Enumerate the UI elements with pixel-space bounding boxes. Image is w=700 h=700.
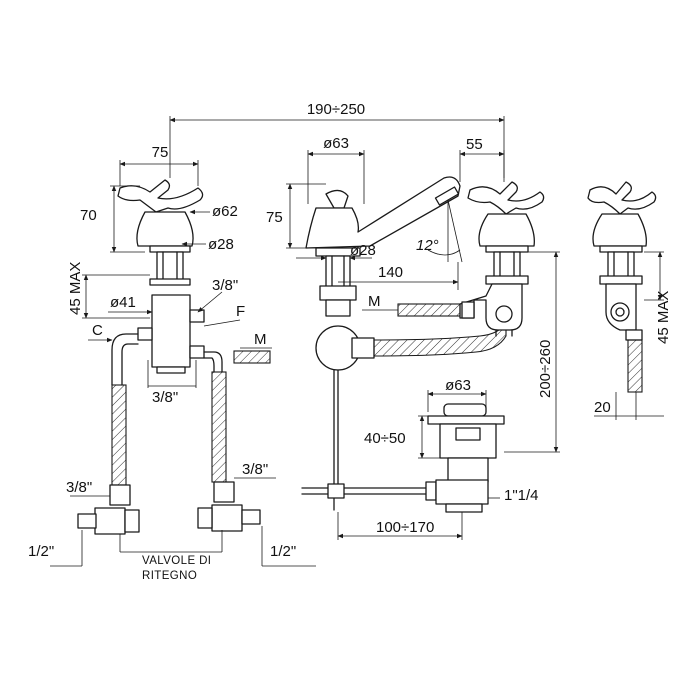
dim-spout-base-diameter: ø63 xyxy=(323,135,349,152)
dim-handle-diameter: ø62 xyxy=(212,203,238,220)
dim-waste-height: 40÷50 xyxy=(364,430,406,447)
dim-max-right: 45 MAX xyxy=(655,291,672,344)
dim-inlet-thread-top: 3/8" xyxy=(212,277,238,294)
dim-height-range: 200÷260 xyxy=(537,340,554,398)
label-m-left: M xyxy=(254,331,267,348)
dim-spout-reach: 140 xyxy=(378,264,403,281)
dim-valve-thread-right: 3/8" xyxy=(242,461,268,478)
dim-overall-span: 190÷250 xyxy=(307,101,365,118)
dim-waste-diameter: ø63 xyxy=(445,377,471,394)
dim-stem-diameter-left: ø28 xyxy=(208,236,234,253)
right-flex-hose xyxy=(211,371,227,483)
dim-max-left: 45 MAX xyxy=(67,262,84,315)
right-valve-assembly xyxy=(397,181,545,337)
left-cross-handle xyxy=(117,179,204,213)
dim-connection-right: 1/2" xyxy=(270,543,296,560)
side-cross-handle xyxy=(587,181,657,215)
check-valve-left xyxy=(94,507,126,535)
dim-rod-length: 100÷170 xyxy=(376,519,434,536)
dim-body-diameter: ø41 xyxy=(110,294,136,311)
left-dimensions: 75 70 ø62 ø28 45 MAX ø41 3/8" F C M xyxy=(28,144,316,582)
dim-handle-height: 70 xyxy=(80,207,97,224)
left-deck-nut xyxy=(149,278,191,286)
label-f: F xyxy=(236,303,245,320)
dim-spout-angle: 12° xyxy=(416,237,439,254)
left-valve-assembly xyxy=(77,179,271,535)
center-flex-hose xyxy=(373,321,507,357)
dim-connection-left: 1/2" xyxy=(28,543,54,560)
dim-waste-thread: 1"1/4 xyxy=(504,487,539,504)
hot-inlet-hose xyxy=(233,350,271,364)
valves-label-line2: RITEGNO xyxy=(142,570,197,582)
valves-label-line1: VALVOLE DI xyxy=(142,555,211,567)
center-spout-assembly xyxy=(301,176,507,513)
left-flex-hose xyxy=(111,384,127,486)
side-valve-assembly xyxy=(587,181,657,393)
aerator xyxy=(434,186,460,206)
dim-inlet-thread-bottom: 3/8" xyxy=(152,389,178,406)
right-inlet-hose xyxy=(397,303,461,317)
waste-plug xyxy=(443,403,487,417)
dim-spout-stem-diameter: ø28 xyxy=(350,242,376,259)
side-flex-hose xyxy=(627,339,643,393)
right-dimensions: 45 MAX 20 xyxy=(594,251,672,420)
dim-spout-height: 75 xyxy=(266,209,283,226)
left-handle-collar xyxy=(149,245,191,253)
left-valve-body xyxy=(151,294,191,368)
dim-spout-offset: 55 xyxy=(466,136,483,153)
center-dimensions: 190÷250 ø63 55 75 ø28 12° 140 M xyxy=(169,101,560,540)
left-handle-cap xyxy=(136,211,194,247)
spout-lever xyxy=(325,189,349,209)
dim-valve-thread-left: 3/8" xyxy=(66,479,92,496)
left-stem xyxy=(156,251,184,283)
right-cross-handle xyxy=(467,181,545,215)
check-valve-right xyxy=(211,504,243,532)
dim-offset-right: 20 xyxy=(594,399,611,416)
dim-handle-width: 75 xyxy=(152,144,169,161)
label-c: C xyxy=(92,322,103,339)
spout-body xyxy=(305,176,461,249)
label-m-right: M xyxy=(368,293,381,310)
